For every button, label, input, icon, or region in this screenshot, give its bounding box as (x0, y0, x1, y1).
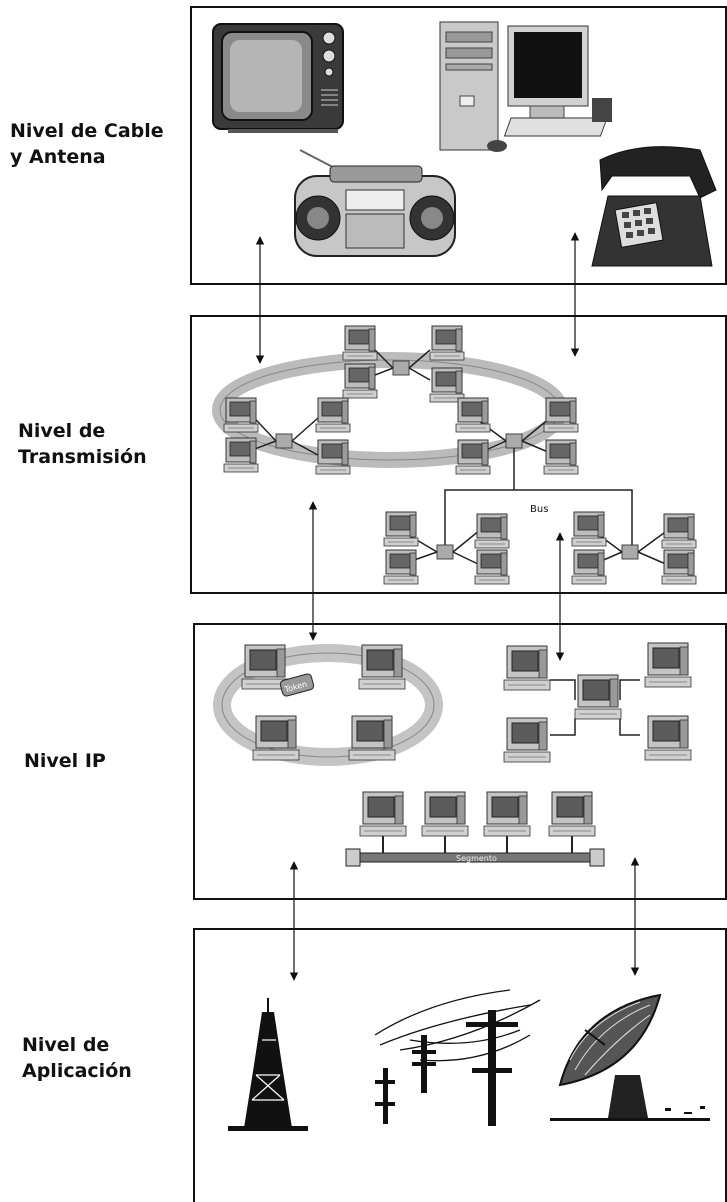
level-label-line1: Nivel IP (24, 750, 106, 772)
segment-bus-network: Segmento (345, 791, 605, 867)
level-label-ip: Nivel IP (24, 748, 106, 774)
radio-tower-icon (228, 998, 308, 1131)
ring-network-diagram: Bus (212, 325, 697, 585)
level-label-line2: Transmisión (18, 446, 147, 468)
utility-pole-icon (374, 989, 541, 1126)
desktop-computer-icon (439, 21, 612, 152)
segment-label: Segmento (456, 854, 497, 863)
satellite-dish-icon (550, 993, 710, 1121)
boombox-radio-icon (294, 149, 456, 257)
level-label-line1: Nivel de (22, 1034, 110, 1056)
level-label-line2: y Antena (10, 146, 106, 168)
tv-icon (212, 23, 344, 133)
token-ring-network: Token (213, 644, 443, 766)
bus-label: Bus (530, 504, 548, 515)
level-label-line2: Aplicación (22, 1060, 132, 1082)
level-label-cable-antena: Nivel de Cable y Antena (10, 118, 164, 170)
telephone-icon (591, 146, 717, 267)
level-label-transmision: Nivel de Transmisión (18, 418, 147, 470)
star-network (503, 642, 692, 763)
level-label-aplicacion: Nivel de Aplicación (22, 1032, 132, 1084)
connection-arrows (255, 232, 640, 981)
level-label-line1: Nivel de (18, 420, 106, 442)
level-label-line1: Nivel de Cable (10, 120, 164, 142)
